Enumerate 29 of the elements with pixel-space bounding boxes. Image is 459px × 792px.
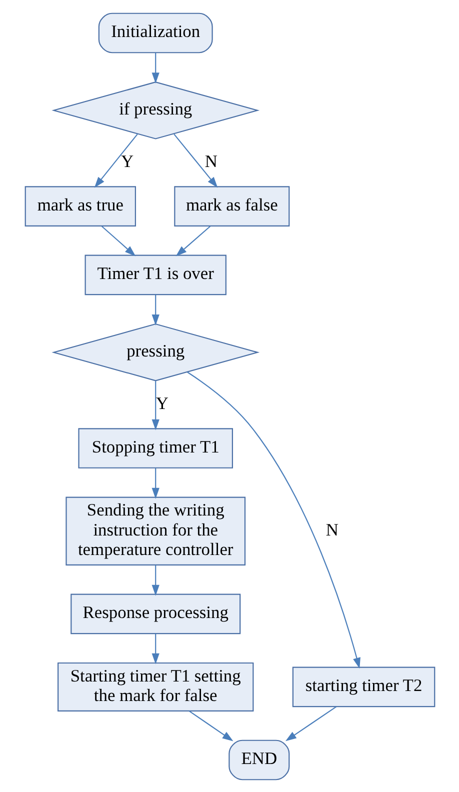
arrow [151, 564, 159, 596]
node-box: starting timer T2 [292, 666, 435, 707]
node-box: mark as false [174, 186, 290, 226]
node-box: Response processing [70, 593, 240, 634]
node-box: Starting timer T1 setting the mark for false [57, 662, 254, 711]
arrow [186, 371, 360, 668]
arrow [151, 633, 159, 664]
node-box: Initialization [98, 12, 212, 53]
node-box: Timer T1 is over [84, 254, 226, 295]
arrow [151, 380, 159, 430]
arrow [94, 133, 138, 188]
arrow [151, 294, 159, 325]
node-diamond: pressing [51, 322, 260, 381]
arrow [151, 52, 159, 83]
node-box: Stopping timer T1 [78, 428, 232, 468]
arrow [188, 710, 233, 741]
arrow [151, 468, 159, 498]
edge-label: Y [155, 392, 168, 412]
edge-label: N [325, 518, 338, 539]
arrow [100, 225, 136, 256]
arrow [173, 133, 218, 188]
arrow [175, 225, 210, 256]
node-box: mark as true [24, 186, 136, 226]
node-box: END [228, 739, 290, 780]
arrow [284, 706, 336, 741]
edge-label: Y [120, 150, 134, 170]
edge-label: N [204, 150, 217, 170]
node-diamond: if pressing [51, 80, 260, 139]
node-box: Sending the writing instruction for the temperature controller [65, 496, 246, 565]
